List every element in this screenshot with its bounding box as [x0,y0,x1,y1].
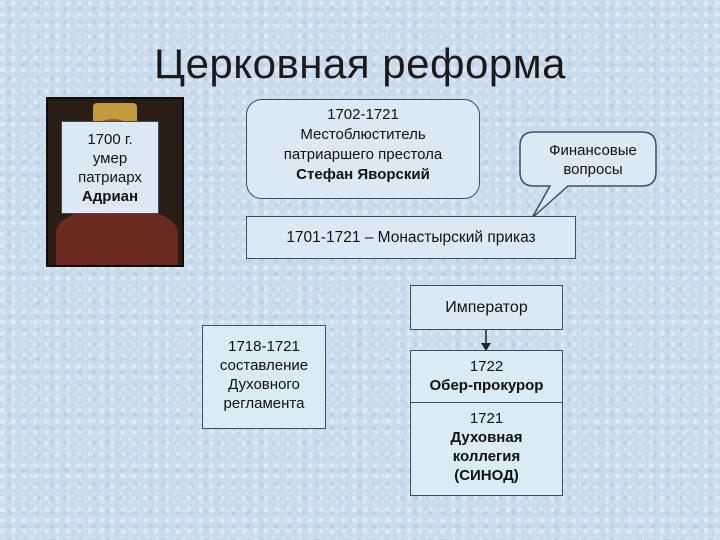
patriarch-line1: умер [92,150,128,167]
portrait-robe [56,209,178,265]
finance-callout: Финансовые вопросы [519,130,660,225]
slide-title: Церковная реформа [154,40,566,87]
locum-tenens-name: Стефан Яворский [296,166,430,183]
synod-line3: (СИНОД) [454,467,519,484]
regulation-years: 1718-1721 [228,338,300,355]
synod-line1: Духовная [450,429,523,446]
finance-callout-text: Финансовые вопросы [530,141,656,179]
patriarch-line2: патриарх [78,169,142,186]
regulation-line3: регламента [223,395,305,412]
regulation-line2: Духовного [228,376,300,393]
finance-line1: Финансовые [549,142,637,159]
finance-callout-shape [519,131,657,219]
patriarch-death-box: 1700 г. умер патриарх Адриан [61,121,159,214]
synod-box: 1721 Духовная коллегия (СИНОД) [410,402,563,496]
locum-tenens-box: 1702-1721 Местоблюститель патриаршего пр… [246,99,480,199]
locum-tenens-line1: Местоблюститель [300,126,426,143]
locum-tenens-line2: патриаршего престола [283,146,443,163]
emperor-box: Император [410,285,563,330]
locum-tenens-years: 1702-1721 [327,106,399,123]
regulation-line1: составление [219,357,309,374]
synod-line2: коллегия [452,448,521,465]
synod-year: 1721 [469,410,504,427]
procurator-box: 1722 Обер-прокурор [410,350,563,402]
regulation-box: 1718-1721 составление Духовного регламен… [202,325,326,429]
monastery-office-box: 1701-1721 – Монастырский приказ [246,216,576,259]
procurator-year: 1722 [469,358,504,375]
patriarch-year: 1700 г. [87,131,133,148]
patriarch-name: Адриан [81,188,139,205]
procurator-name: Обер-прокурор [429,377,544,394]
finance-line2: вопросы [563,161,623,178]
